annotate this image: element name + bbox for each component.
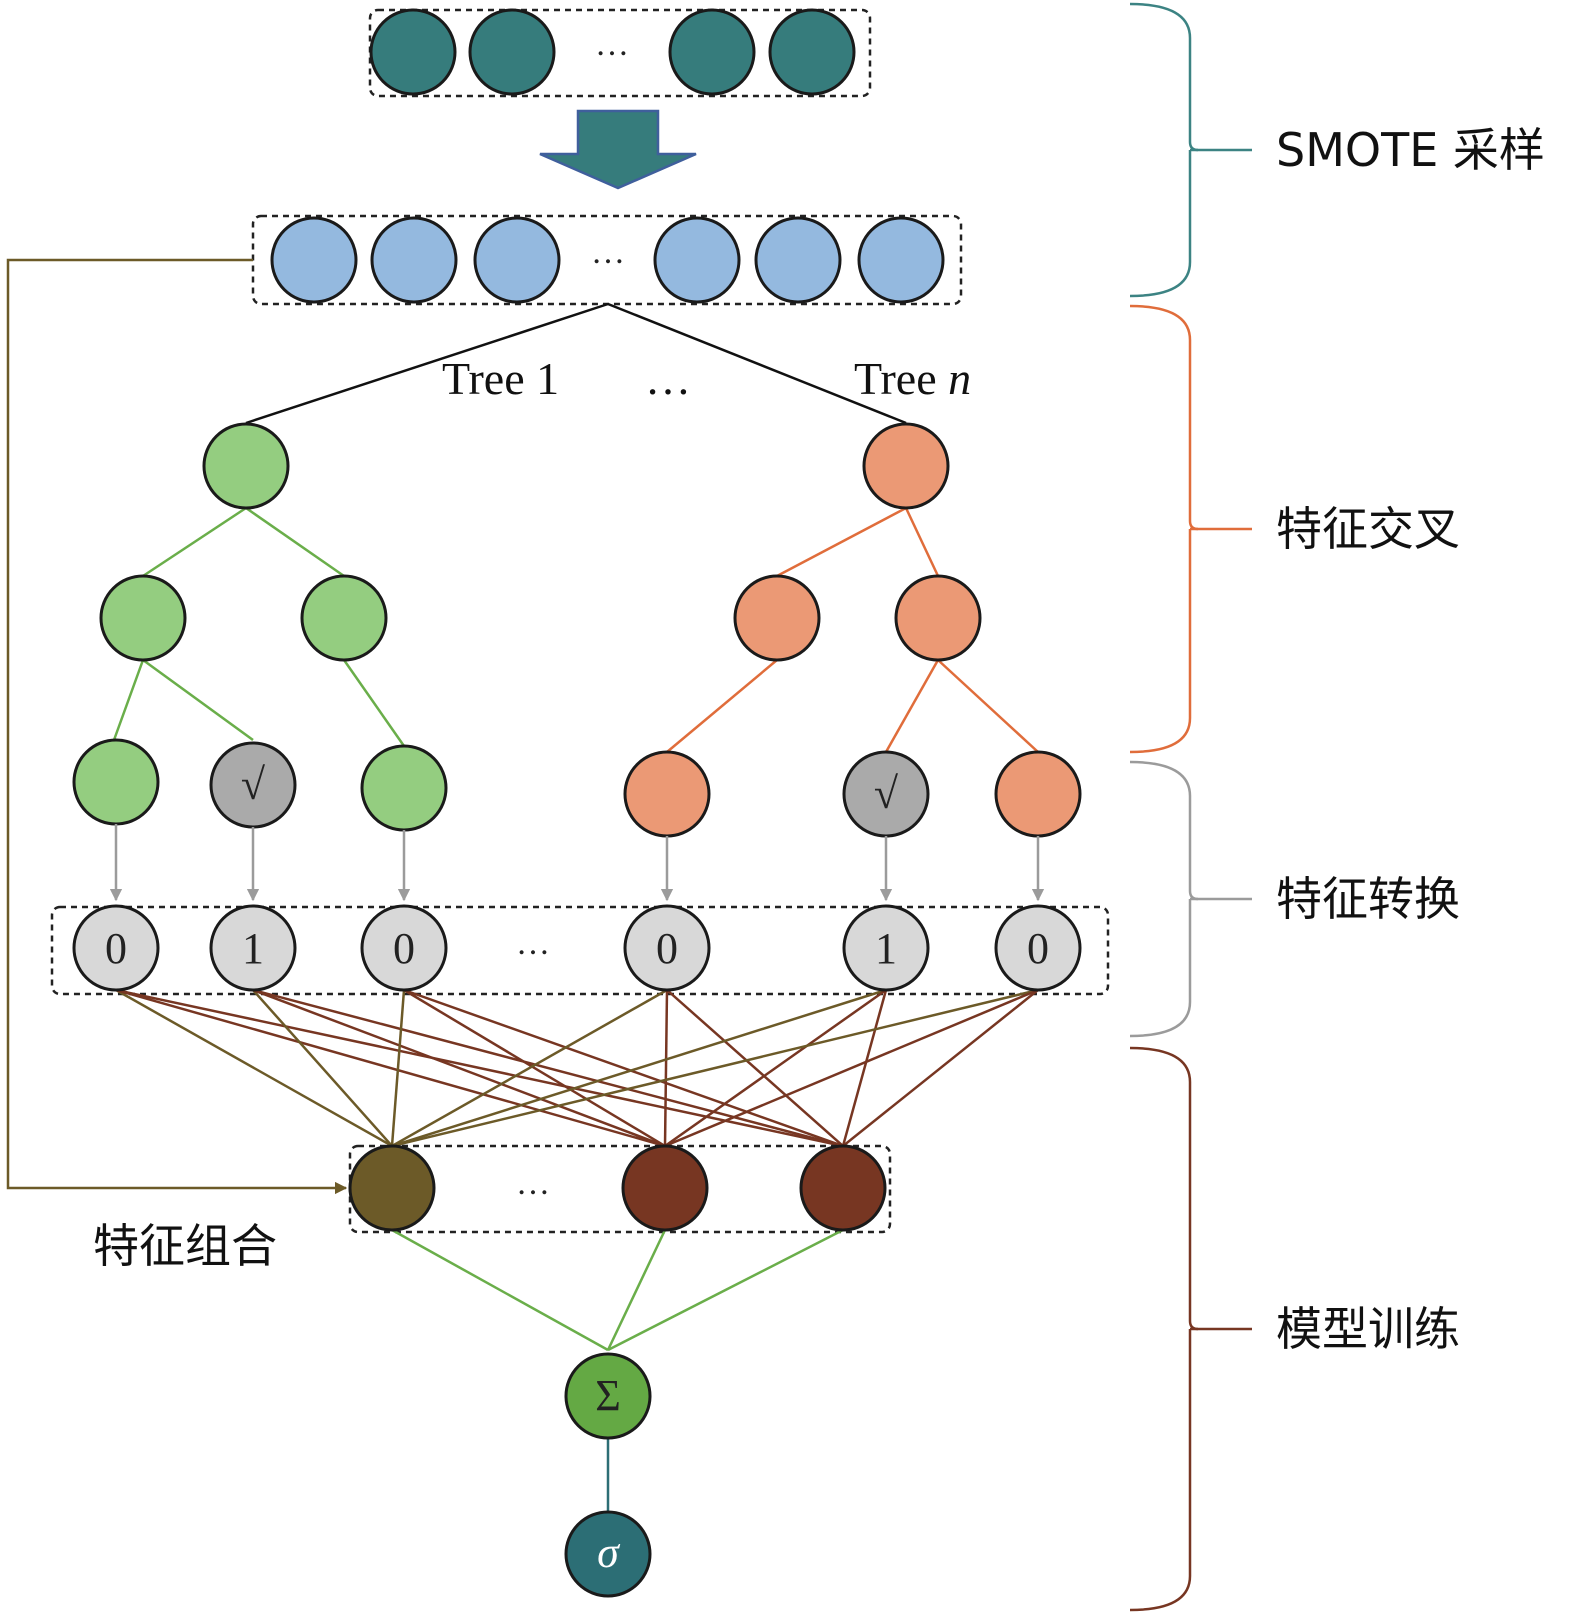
encoding-node [72,904,160,992]
sum-edges [391,1228,844,1352]
combination-edge [842,989,1039,1147]
combination-node [799,1144,887,1232]
encoding-box [50,905,1110,996]
resampled-node [270,216,358,304]
combination-edge [664,988,887,1148]
tree1-inner-node [99,574,187,662]
tree-n-leaf-node [623,750,711,838]
input-sample-node [668,8,756,96]
tree-n-label: Tree n [854,353,971,404]
smote-input-nodes: … [369,8,856,96]
input-sample-node [768,8,856,96]
combination-edge [663,989,669,1147]
encoding-value: 0 [656,924,678,973]
combination-edge [403,988,844,1148]
tree-n-leaf-node [994,750,1082,838]
combination-edge [390,989,406,1147]
combination-edge [664,988,1039,1148]
tree1-label: Tree 1 [442,353,559,404]
resampled-node [653,216,741,304]
combination-edge [252,989,393,1147]
combination-edge [391,988,1039,1148]
combination-edge [841,989,888,1147]
tree1-inner-node [300,574,388,662]
stage-label: 模型训练 [1276,1302,1460,1356]
stage-bracket [1129,304,1199,754]
sigmoid-node [564,1510,652,1598]
combination-ellipsis: … [516,1165,550,1202]
resampled-node [473,216,561,304]
combination-node [348,1144,436,1232]
resampled-node [370,216,458,304]
resampled-node [754,216,842,304]
combination-edge [115,988,666,1148]
combination-edge [115,988,393,1148]
sigmoid-symbol: σ [597,1528,621,1577]
stage-label: SMOTE 采样 [1276,123,1545,177]
combination-edges [115,988,1039,1148]
feature-combination-label: 特征组合 [93,1219,277,1273]
encoding-value: 1 [242,924,264,973]
encoding-node [360,904,448,992]
encoding-value: 1 [875,924,897,973]
output-ellipsis: … [591,234,625,271]
sum-symbol: Σ [595,1371,621,1420]
encoding-value: 0 [105,924,127,973]
encoding-node [209,904,297,992]
smote-output-nodes: … [270,216,945,304]
tree-n-inner-node [733,574,821,662]
encoding-node [994,904,1082,992]
branch-line-tree-n [607,302,907,425]
stage-bracket [1129,1046,1199,1612]
tree1-nodes: √ [72,422,448,832]
tree1-edges [112,506,406,747]
encoding-node [623,904,711,992]
combination-edge [391,988,887,1148]
stage-label: 特征交叉 [1276,502,1460,556]
combination-edge [252,988,844,1148]
combination-edge [252,988,666,1148]
feedback-line [6,258,348,1195]
tree1-leaf-node [360,744,448,832]
combination-node [621,1144,709,1232]
tree-n-inner-node [894,574,982,662]
tree-n-root-node [862,422,950,510]
tree1-leaf-node [72,738,160,826]
stage-bracket [1129,2,1199,298]
smote-input-box [368,8,872,98]
combination-edge [115,988,844,1148]
combination-nodes: … [348,1144,887,1232]
encoding-value: 0 [1027,924,1049,973]
combination-edge [403,988,666,1148]
sum-node [564,1352,652,1440]
branch-line-tree1 [245,302,609,425]
tree1-root-node [202,422,290,510]
tree-n-selected-check: √ [874,769,899,818]
combination-edge [391,988,668,1148]
encoding-value: 0 [393,924,415,973]
tree-n-edges [666,506,1039,753]
input-ellipsis: … [595,26,629,63]
trees-ellipsis: … [645,353,691,404]
combination-edge [666,989,844,1147]
resampled-node [857,216,945,304]
encoding-nodes: 0 1 0 … 0 1 0 [72,904,1082,992]
encoding-node [842,904,930,992]
encoding-ellipsis: … [516,925,550,962]
stage-label: 特征转换 [1276,872,1460,926]
input-sample-node [369,8,457,96]
smote-down-arrow [539,109,697,190]
leaf-encoding-arrows [109,824,1045,902]
tree-n-nodes: √ [623,422,1082,838]
stage-bracket [1129,760,1199,1038]
input-sample-node [468,8,556,96]
tree1-selected-check: √ [241,760,266,809]
